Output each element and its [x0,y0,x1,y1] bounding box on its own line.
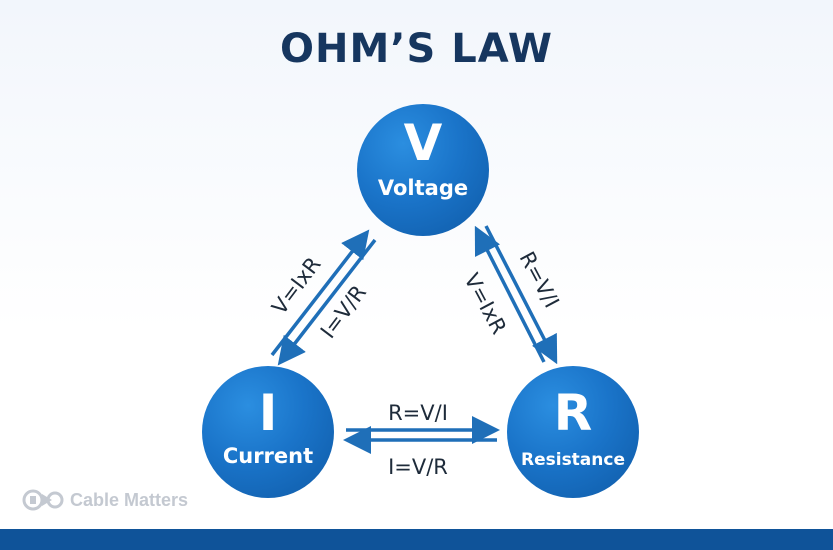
voltage-letter: V [403,114,443,172]
voltage-node: V Voltage [357,104,489,236]
formula-right-outer: R=V/I [515,248,564,312]
voltage-label: Voltage [377,176,469,200]
formula-left-outer: V=IxR [267,253,325,320]
arrow-voltage-to-current [277,238,377,366]
resistance-node: R Resistance [507,366,639,498]
cable-plug-icon [22,489,64,511]
diagram-title: OHM’S LAW [280,26,553,72]
brand-logo: Cable Matters [22,487,188,513]
current-letter: I [258,384,278,442]
current-node: I Current [202,366,334,498]
formula-bottom-bottom: I=V/R [388,455,448,479]
formula-bottom-top: R=V/I [388,401,448,425]
bottom-bar [0,529,833,550]
current-label: Current [222,444,314,468]
logo-text: Cable Matters [70,489,189,510]
arrow-voltage-to-resistance [484,225,558,365]
resistance-letter: R [553,384,593,442]
resistance-label: Resistance [521,450,625,470]
